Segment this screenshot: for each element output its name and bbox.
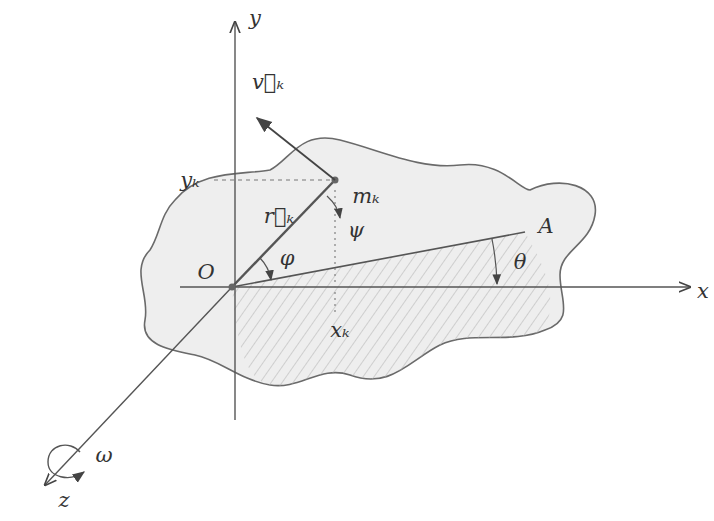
coordinate-label: xₖ xyxy=(330,320,350,341)
angle-arc xyxy=(327,196,340,218)
angle-arc xyxy=(492,239,497,284)
y-axis xyxy=(234,22,235,420)
projection-line xyxy=(334,190,335,313)
vector-label: r⃗ₖ xyxy=(264,206,294,227)
angle-label: θ xyxy=(514,252,527,273)
axis-label: x xyxy=(697,281,709,302)
angle-label: φ xyxy=(280,248,295,269)
projection-line xyxy=(214,179,332,180)
rotation-arrow xyxy=(48,445,84,477)
axis-label: y xyxy=(249,8,261,29)
rigid-body xyxy=(141,138,596,386)
mass-label: mₖ xyxy=(352,186,380,207)
point-label: A xyxy=(538,216,553,237)
velocity-vector xyxy=(257,118,335,180)
position-vector xyxy=(232,180,335,287)
angle-label: ω xyxy=(95,445,112,466)
shading xyxy=(232,232,550,386)
angle-label: ψ xyxy=(348,220,364,241)
vector-label: v⃗ₖ xyxy=(252,72,284,93)
angle-arc xyxy=(260,258,271,280)
x-axis xyxy=(180,286,690,287)
origin-dot xyxy=(229,284,236,291)
z-axis xyxy=(45,287,232,485)
point-label: O xyxy=(197,262,214,283)
coordinate-label: yₖ xyxy=(180,170,200,191)
axis-label: z xyxy=(58,490,69,511)
